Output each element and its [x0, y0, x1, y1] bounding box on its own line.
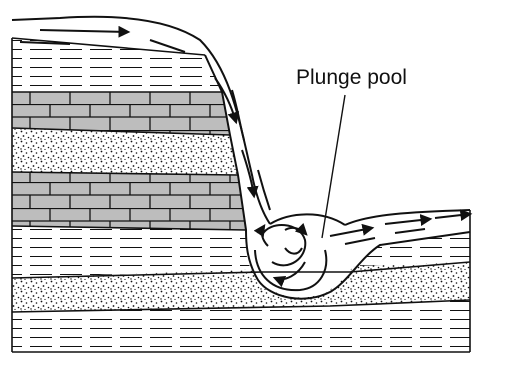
- plunge-pool-callout: Plunge pool: [296, 66, 407, 238]
- lower-strata: [12, 226, 470, 352]
- limestone-layer-lower: [12, 172, 246, 230]
- sandstone-layer-middle: [12, 128, 238, 175]
- plunge-pool-leader-line: [322, 95, 345, 238]
- plunge-pool-label: Plunge pool: [296, 66, 407, 89]
